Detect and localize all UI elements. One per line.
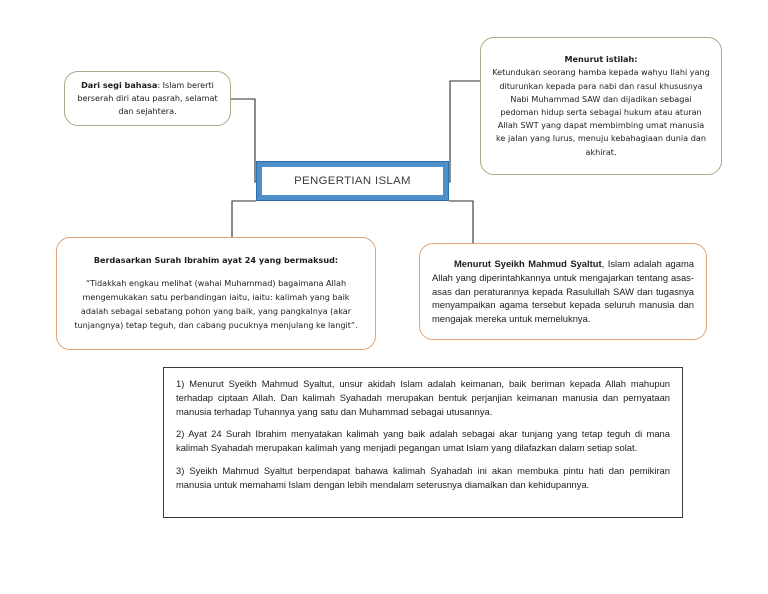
node-definition-bahasa[interactable]: Dari segi bahasa: Islam bererti berserah… [64,71,231,126]
summary-point-3: 3) Syeikh Mahmud Syaltut berpendapat bah… [176,465,670,490]
node-syeikh-mahmud-syaltut[interactable]: Menurut Syeikh Mahmud Syaltut, Islam ada… [419,243,707,340]
node-syaltut-body: Menurut Syeikh Mahmud Syaltut, Islam ada… [420,244,706,339]
node-syaltut-text: Menurut Syeikh Mahmud Syaltut, Islam ada… [432,257,694,326]
node-istilah-heading: Menurut istilah: [564,54,638,65]
node-syaltut-detail: , Islam adalah agama Allah yang diperint… [432,258,695,325]
node-bahasa-detail: : Islam bererti berserah diri atau pasra… [77,79,218,117]
center-node-pengertian-islam[interactable]: PENGERTIAN ISLAM [256,161,449,201]
node-syaltut-heading: Menurut Syeikh Mahmud Syaltut [454,258,602,270]
node-bahasa-heading: Dari segi bahasa [81,79,158,90]
node-surah-body: Berdasarkan Surah Ibrahim ayat 24 yang b… [57,238,375,349]
node-definition-istilah[interactable]: Menurut istilah: Ketundukan seorang hamb… [480,37,722,175]
node-bahasa-body: Dari segi bahasa: Islam bererti berserah… [65,72,230,125]
center-node-plate: PENGERTIAN ISLAM [262,167,443,195]
node-surah-ibrahim[interactable]: Berdasarkan Surah Ibrahim ayat 24 yang b… [56,237,376,350]
node-surah-detail: “Tidakkah engkau melihat (wahai Muhammad… [74,278,358,330]
node-istilah-detail: Ketundukan seorang hamba kepada wahyu Il… [492,67,710,157]
summary-point-2: 2) Ayat 24 Surah Ibrahim menyatakan kali… [176,428,670,454]
summary-point-1: 1) Menurut Syeikh Mahmud Syaltut, unsur … [176,378,670,417]
center-node-title: PENGERTIAN ISLAM [294,175,411,187]
node-surah-heading: Berdasarkan Surah Ibrahim ayat 24 yang b… [93,255,339,266]
summary-panel: 1) Menurut Syeikh Mahmud Syaltut, unsur … [163,367,683,518]
node-bahasa-text: Dari segi bahasa: Islam bererti berserah… [73,79,222,118]
node-istilah-body: Menurut istilah: Ketundukan seorang hamb… [481,38,721,174]
